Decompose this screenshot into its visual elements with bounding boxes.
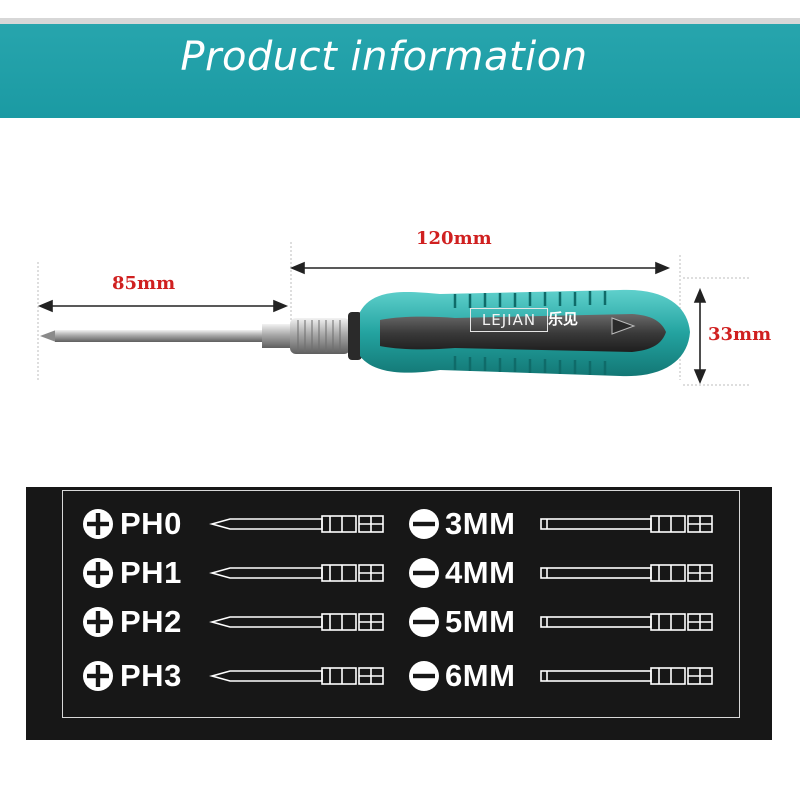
shaft <box>40 324 292 348</box>
phillips-bit-drawing <box>211 515 384 533</box>
top-divider <box>0 18 800 24</box>
phillips-bit-label: PH2 <box>120 604 182 639</box>
phillips-icon <box>83 607 113 637</box>
dimension-arrows <box>37 261 707 385</box>
slotted-bit-label: 6MM <box>445 658 516 693</box>
screwdriver-diagram: 85mm 120mm 33mm LEJIAN 乐见 <box>0 220 800 400</box>
bit-chart: PH0 PH1 PH2 PH3 3MM 4MM 5MM 6MM <box>26 487 772 740</box>
slotted-bit-label: 4MM <box>445 555 516 590</box>
slotted-bit-label: 3MM <box>445 506 516 541</box>
slotted-icon <box>409 558 439 588</box>
screwdriver-illustration <box>37 242 750 386</box>
slotted-icon <box>409 607 439 637</box>
slotted-bit-drawing <box>540 564 713 582</box>
handle-diameter-label: 33mm <box>708 324 772 345</box>
extension-lines <box>37 242 750 386</box>
handle-length-label: 120mm <box>416 228 492 249</box>
phillips-bit-drawing <box>211 613 384 631</box>
slotted-bit-drawing <box>540 667 713 685</box>
title-banner: Product information <box>0 24 800 118</box>
phillips-bit-label: PH3 <box>120 658 182 693</box>
slotted-icon <box>409 509 439 539</box>
slotted-bit-label: 5MM <box>445 604 516 639</box>
phillips-icon <box>83 661 113 691</box>
bit-chart-frame <box>62 490 740 718</box>
slotted-icon <box>409 661 439 691</box>
banner-title: Product information <box>180 34 588 80</box>
phillips-bit-drawing <box>211 667 384 685</box>
handle <box>360 289 690 377</box>
slotted-bit-drawing <box>540 613 713 631</box>
phillips-icon <box>83 509 113 539</box>
collet <box>290 312 362 360</box>
handle-brand-cn: 乐见 <box>548 310 579 328</box>
phillips-bit-label: PH0 <box>120 506 182 541</box>
handle-brand-logo: LEJIAN <box>470 308 548 332</box>
shaft-length-label: 85mm <box>112 273 176 294</box>
phillips-icon <box>83 558 113 588</box>
phillips-bit-drawing <box>211 564 384 582</box>
slotted-bit-drawing <box>540 515 713 533</box>
phillips-bit-label: PH1 <box>120 555 182 590</box>
